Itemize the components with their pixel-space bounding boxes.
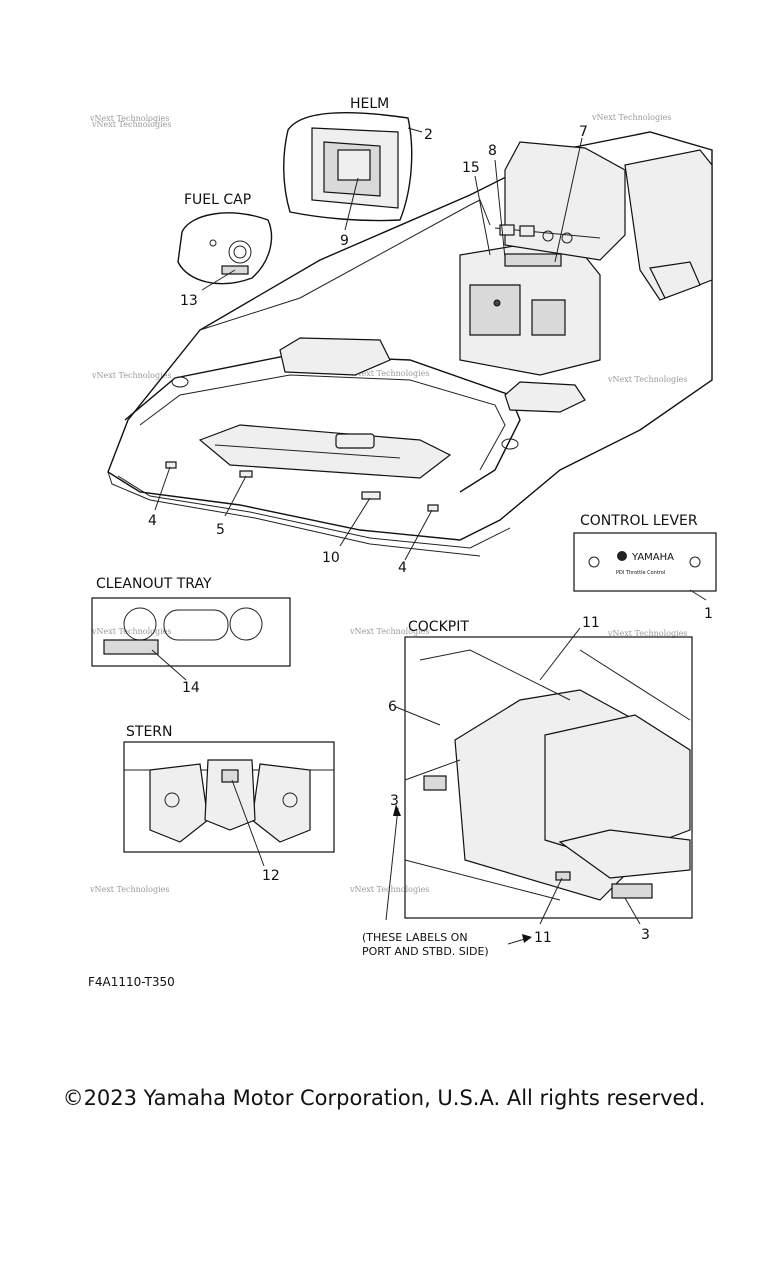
helm-inset: HELM <box>283 96 413 222</box>
fuel-cap-title: FUEL CAP <box>184 192 251 208</box>
watermark: vNext Technologies <box>591 113 671 122</box>
note-line-2: PORT AND STBD. SIDE) <box>362 945 489 958</box>
yamaha-logo-icon <box>617 551 627 561</box>
note-line-1: (THESE LABELS ON <box>362 931 468 944</box>
boat-main-view <box>107 131 713 557</box>
callout-10: 10 <box>322 550 340 566</box>
control-label-brand: YAMAHA <box>631 552 674 563</box>
callout-9: 9 <box>340 233 349 249</box>
watermark: vNext Technologies <box>607 375 687 384</box>
copyright-notice: ©2023 Yamaha Motor Corporation, U.S.A. A… <box>62 1086 706 1110</box>
callout-7: 7 <box>579 124 588 140</box>
cockpit-inset: COCKPIT <box>404 619 693 919</box>
watermark: vNext Technologies <box>349 369 429 378</box>
watermark: vNext Technologies <box>89 885 169 894</box>
stern-inset: STERN <box>123 724 335 853</box>
watermark: vNext Technologies <box>91 371 171 380</box>
stern-title: STERN <box>126 724 172 740</box>
cleanout-tray-inset: CLEANOUT TRAY <box>91 576 291 667</box>
callout-12: 12 <box>262 868 280 884</box>
helm-title: HELM <box>350 96 389 112</box>
callout-2: 2 <box>424 127 433 143</box>
control-label-subtitle: PDI Throttle Control <box>616 570 665 576</box>
watermark: vNext Technologies <box>607 629 687 638</box>
callout-5: 5 <box>216 522 225 538</box>
callout-3-right: 3 <box>641 927 650 943</box>
drawing-code: F4A1110-T350 <box>88 975 175 989</box>
watermark: vNext Technologies <box>91 627 171 636</box>
callout-15: 15 <box>462 160 480 176</box>
control-lever-inset: CONTROL LEVER YAMAHA PDI Throttle Contro… <box>573 513 717 592</box>
watermark: vNext Technologies <box>91 120 171 129</box>
callout-8: 8 <box>488 143 497 159</box>
callout-14: 14 <box>182 680 200 696</box>
callout-3-left: 3 <box>390 793 399 809</box>
cockpit-title: COCKPIT <box>408 619 469 635</box>
callout-1: 1 <box>704 606 713 622</box>
cleanout-tray-title: CLEANOUT TRAY <box>96 576 212 592</box>
watermark: vNext Technologies <box>89 114 169 123</box>
watermark: vNext Technologies <box>349 627 429 636</box>
labels-diagram: vNext Technologies vNext Technologies vN… <box>88 96 717 989</box>
callout-4-right: 4 <box>398 560 407 576</box>
leader-lines <box>151 127 707 945</box>
callout-6: 6 <box>388 699 397 715</box>
callout-13: 13 <box>180 293 198 309</box>
control-lever-title: CONTROL LEVER <box>580 513 698 529</box>
callout-4-left: 4 <box>148 513 157 529</box>
fuel-cap-inset: FUEL CAP <box>177 192 273 285</box>
callout-11-top: 11 <box>582 615 600 631</box>
callout-11-bottom: 11 <box>534 930 552 946</box>
